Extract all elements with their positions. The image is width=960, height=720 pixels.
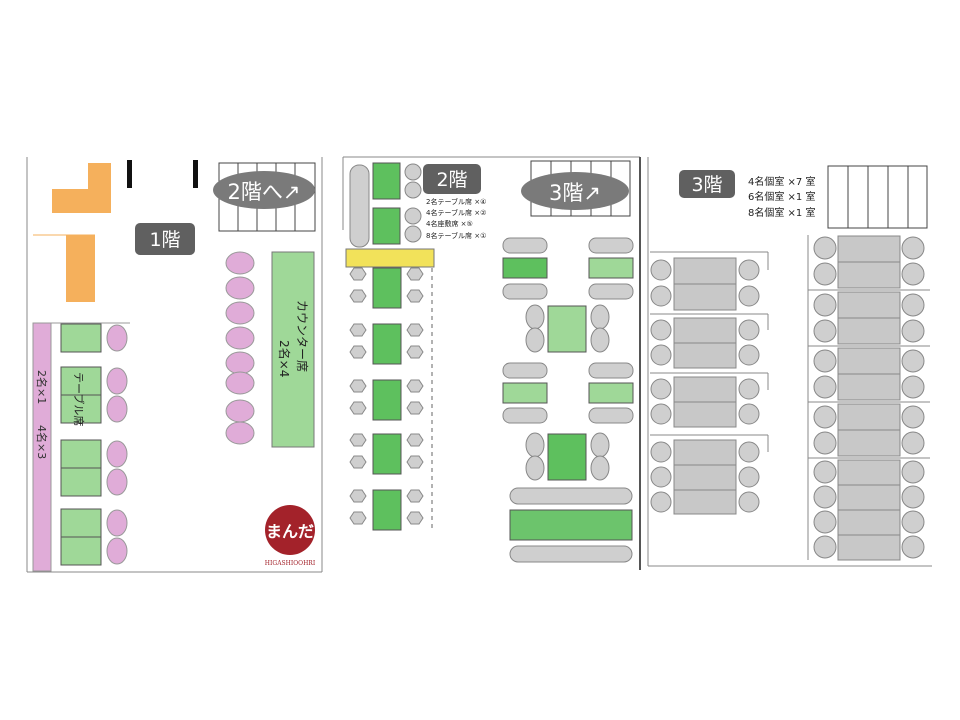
counter-stools xyxy=(225,251,255,445)
floor1-badge-label: 1階 xyxy=(149,229,180,251)
counter-table xyxy=(271,251,315,448)
floor3-badge-label: 3階 xyxy=(691,174,722,196)
wall-mark xyxy=(193,160,198,188)
logo-text: まんだ xyxy=(266,522,314,541)
floor1-badge xyxy=(135,223,195,255)
bench-label-2: 4名×3 xyxy=(35,425,49,459)
floor3-right-rooms xyxy=(807,235,930,561)
floor-2-panel: 2階 2名テーブル席 ×④ 4名テーブル席 ×② 4名座敷席 ×⑤ 8名テーブル… xyxy=(342,156,641,570)
floor2-badge xyxy=(423,164,481,194)
floor2-top-tables xyxy=(372,162,422,245)
stairs-floor1-badge xyxy=(213,171,315,209)
floor3-legend-2: 6名個室 ×1 室 xyxy=(748,190,815,203)
wall-mark xyxy=(127,160,132,188)
bench-label-1: 2名×1 xyxy=(35,370,49,404)
floor2-legend-3: 4名座敷席 ×⑤ xyxy=(426,219,473,228)
stairs-floor2-label: 3階↗ xyxy=(549,181,601,205)
floor2-right-tables xyxy=(502,237,634,563)
stairs-floor2: 3階↗ xyxy=(521,160,631,217)
entrance-block-upper xyxy=(52,163,111,213)
floor3-left-rooms xyxy=(650,251,769,515)
logo-subtext: HIGASHIOOHRI xyxy=(265,560,316,567)
counter-label-2: 2名×4 xyxy=(277,340,292,377)
floor3-legend-1: 4名個室 ×7 室 xyxy=(748,175,815,188)
floor-1-panel: 2階へ↗ 1階 カウンター席 2名×4 2名×1 4名×3 xyxy=(26,157,323,573)
floor2-legend-4: 8名テーブル席 ×① xyxy=(426,231,486,240)
floor2-yellow-bar xyxy=(345,248,435,268)
stairs-floor3 xyxy=(827,165,928,229)
floor1-table-chairs xyxy=(106,324,128,565)
floor-3-panel: 3階 4名個室 ×7 室 6名個室 ×1 室 8名個室 ×1 室 xyxy=(647,157,932,567)
floor2-badge-label: 2階 xyxy=(436,169,467,191)
stairs-floor1-label: 2階へ↗ xyxy=(228,180,301,204)
floor2-legend-1: 2名テーブル席 ×④ xyxy=(426,197,486,206)
table-seat-label: テーブル席 xyxy=(72,372,86,426)
floor3-legend-3: 8名個室 ×1 室 xyxy=(748,206,815,219)
floor2-zashiki xyxy=(349,267,433,531)
floor2-legend-2: 4名テーブル席 ×② xyxy=(426,208,486,217)
floor3-badge xyxy=(679,170,735,198)
floor2-bench xyxy=(349,164,370,248)
manda-logo: まんだ HIGASHIOOHRI xyxy=(265,505,316,567)
floor1-tables xyxy=(60,323,102,566)
entrance-block-lower xyxy=(66,235,95,302)
stairs-floor1: 2階へ↗ xyxy=(213,162,316,232)
counter-label-1: カウンター席 xyxy=(295,300,310,372)
stairs-floor2-badge xyxy=(521,172,629,210)
